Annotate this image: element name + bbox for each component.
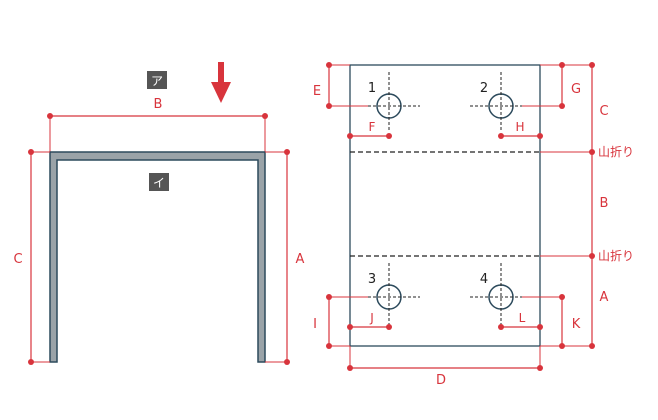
dim-d bbox=[347, 346, 543, 371]
fold-label-1: 山折り bbox=[598, 144, 634, 159]
hole-1 bbox=[368, 72, 420, 132]
tag-a-box bbox=[147, 71, 167, 89]
u-channel-profile bbox=[49, 151, 266, 363]
dim-i-label: I bbox=[313, 317, 317, 332]
fold-label-2: 山折り bbox=[598, 248, 634, 263]
flat-view: 1 2 3 4 E bbox=[313, 62, 634, 388]
dim-a-side bbox=[265, 149, 290, 365]
dim-g bbox=[522, 62, 565, 109]
dim-k bbox=[522, 294, 565, 349]
hole-3-label: 3 bbox=[368, 272, 376, 287]
dim-a-flat-label: A bbox=[600, 290, 609, 305]
hole-2-label: 2 bbox=[480, 81, 488, 96]
dim-a-side-label: A bbox=[296, 252, 305, 267]
hole-2 bbox=[470, 72, 522, 132]
dim-h bbox=[498, 133, 543, 139]
dim-h-label: H bbox=[515, 120, 524, 134]
hole-3 bbox=[368, 263, 420, 326]
tag-a-label: ア bbox=[151, 74, 163, 88]
dim-e-label: E bbox=[313, 84, 321, 99]
dim-c-flat-label: C bbox=[599, 104, 608, 119]
dim-b-side bbox=[47, 113, 268, 152]
dim-f-label: F bbox=[369, 120, 376, 134]
dim-j bbox=[347, 324, 392, 330]
dim-f bbox=[347, 133, 392, 139]
hole-1-label: 1 bbox=[368, 81, 376, 96]
dim-i bbox=[326, 294, 368, 349]
dim-c-side bbox=[28, 149, 50, 365]
tag-i-box bbox=[149, 173, 169, 191]
dim-l-label: L bbox=[519, 311, 526, 325]
hole-4-label: 4 bbox=[480, 272, 488, 287]
arrow-down-icon bbox=[211, 62, 231, 103]
dim-k-label: K bbox=[572, 317, 581, 332]
dim-e bbox=[326, 62, 368, 109]
dim-l bbox=[498, 324, 543, 330]
dim-b-side-label: B bbox=[154, 97, 163, 112]
dim-d-label: D bbox=[436, 373, 446, 388]
dim-chain-right bbox=[540, 62, 595, 349]
tag-i-label: イ bbox=[153, 176, 165, 190]
dim-g-label: G bbox=[571, 82, 581, 97]
hole-4 bbox=[470, 263, 522, 326]
side-view: ア B イ C bbox=[13, 62, 305, 365]
dim-j-label: J bbox=[369, 311, 374, 325]
dim-c-side-label: C bbox=[13, 252, 22, 267]
dim-b-flat-label: B bbox=[600, 196, 609, 211]
flat-outline bbox=[349, 64, 541, 347]
